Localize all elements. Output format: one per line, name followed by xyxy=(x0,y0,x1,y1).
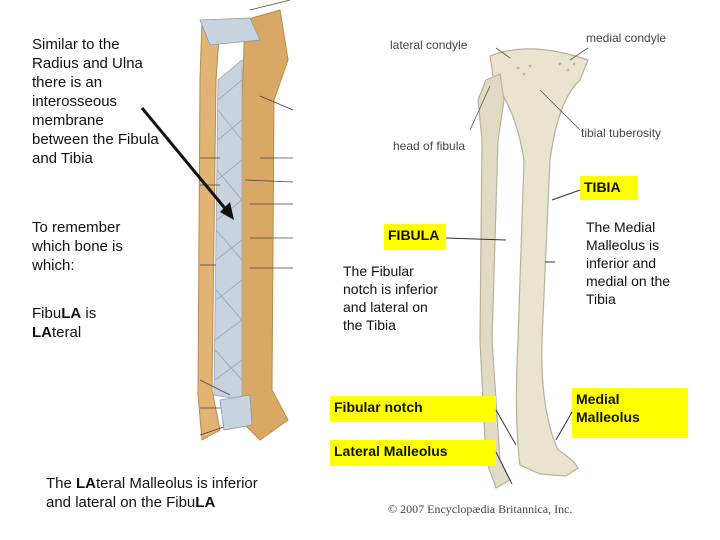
bottom-note: The LAteral Malleolus is inferior and la… xyxy=(46,474,286,512)
ligament-top xyxy=(199,17,261,46)
fibular-notch-box: Fibular notch xyxy=(330,396,496,422)
tibial-tuberosity-label: tibial tuberosity xyxy=(581,126,662,140)
bottom-bold-2: LA xyxy=(195,494,216,511)
bottom-bold-1: LA xyxy=(76,475,97,492)
copyright-label: © 2007 Encyclopædia Britannica, Inc. xyxy=(388,502,573,516)
medial-malleolus-box: Medial Malleolus xyxy=(572,388,688,438)
medial-condyle-label: medial condyle xyxy=(586,31,667,45)
head-of-fibula-label: head of fibula xyxy=(393,139,466,153)
tibia-bone xyxy=(489,48,589,477)
tibia-box: TIBIA xyxy=(580,176,638,200)
mnemonic-post: teral xyxy=(52,324,82,341)
mnemonic-note: FibuLA is LAteral xyxy=(32,304,152,342)
lateral-condyle-label: lateral condyle xyxy=(390,38,468,52)
bottom-mid: teral Malleolus is inferior and lateral … xyxy=(46,475,258,511)
interosseous-membrane-illustration xyxy=(190,0,295,450)
remember-note: To remember which bone is which: xyxy=(32,219,123,274)
fibular-notch-note: The Fibular notch is inferior and latera… xyxy=(343,263,438,333)
medial-malleolus-note: The Medial Malleolus is inferior and med… xyxy=(586,219,671,307)
fibula-box: FIBULA xyxy=(384,224,446,250)
mnemonic-mid: is xyxy=(81,305,97,322)
pointer-arrow xyxy=(140,107,234,220)
interosseous-note: Similar to the Radius and Ulna there is … xyxy=(32,36,159,167)
mnemonic-pre: Fibu xyxy=(32,305,62,322)
mnemonic-bold-2: LA xyxy=(32,324,52,341)
ligament-bottom xyxy=(219,394,253,431)
mnemonic-bold-1: LA xyxy=(61,305,82,322)
lateral-malleolus-box: Lateral Malleolus xyxy=(330,440,496,466)
bottom-pre: The xyxy=(46,475,77,492)
